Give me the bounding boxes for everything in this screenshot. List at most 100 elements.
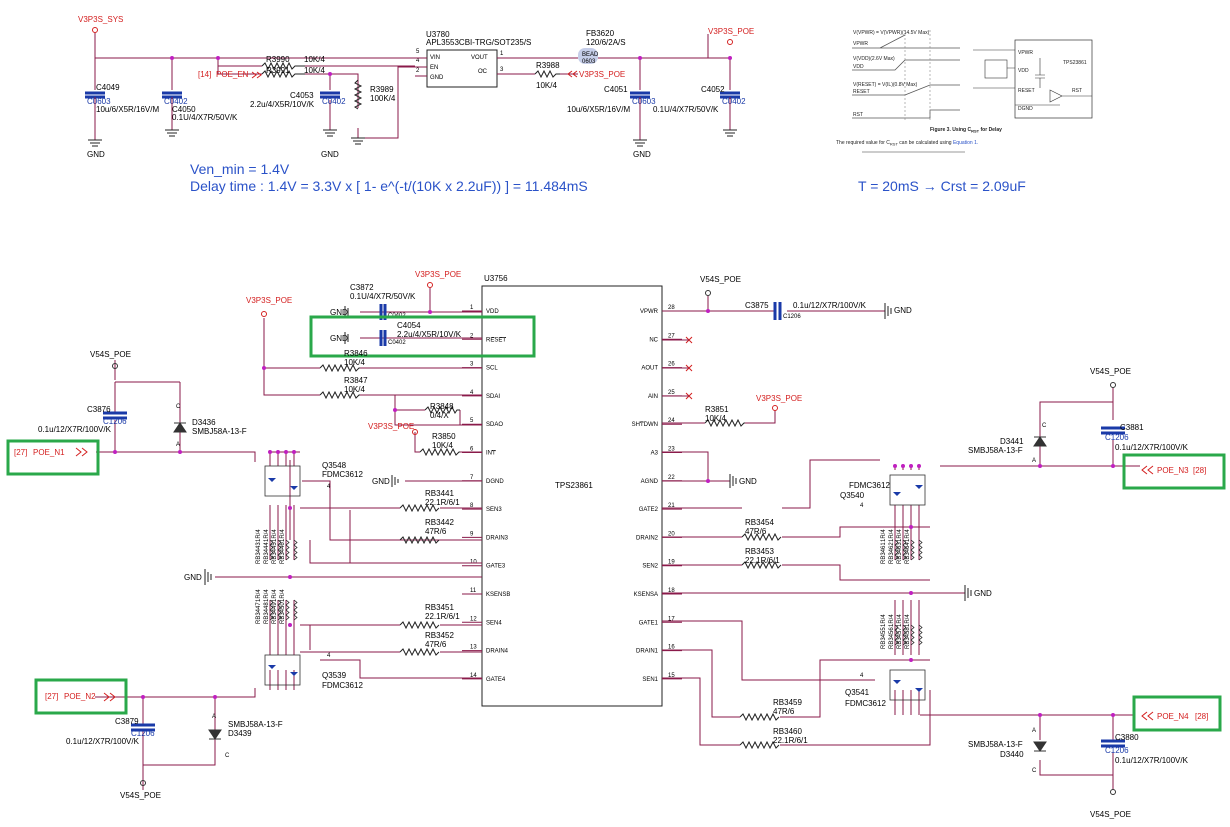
res-array-element [269, 539, 274, 561]
c3876-pkg: C1206 [103, 417, 127, 426]
note-crst: T = 20mS → Crst = 2.09uF [858, 178, 1026, 194]
rb3454-value: 47R/6 [745, 527, 767, 536]
r3846-body [319, 363, 360, 373]
r3850-body [419, 447, 460, 457]
c3879-value: 0.1u/12/X7R/100V/K [66, 737, 140, 746]
fb3620-pkg1: BEAD [582, 52, 599, 58]
q3548-body [264, 465, 301, 497]
u3780-pin-oc: OC [478, 69, 488, 75]
res-array-element [269, 599, 274, 621]
c4050-ref: C4050 [172, 105, 196, 114]
u3756-pin-vpwr: VPWR [640, 309, 659, 315]
gnd-symbol [729, 474, 737, 488]
res-array-ref: RB3447 [256, 602, 262, 624]
d3441-symbol [1033, 436, 1047, 447]
gnd-symbol [204, 569, 212, 585]
rail-marker [140, 780, 146, 786]
gnd-vpwr: GND [894, 306, 912, 315]
u3756-pin-drain1: DRAIN1 [636, 649, 659, 655]
r3991-value: 10K/4 [304, 66, 325, 75]
q3540-body [889, 474, 926, 506]
block-pin-rst: RST [1072, 88, 1082, 94]
c3880-value: 0.1u/12/X7R/100V/K [1115, 756, 1189, 765]
d3441-ref: D3441 [1000, 437, 1024, 446]
u3756-pin-aout: AOUT [641, 366, 658, 372]
res-array-ref: RB3456 [889, 627, 895, 649]
q3541-gate-pin: 4 [860, 673, 864, 679]
r3851-ref: R3851 [705, 405, 729, 414]
n1-rail-label: V54S_POE [90, 350, 131, 359]
u3756-pin-gate3: GATE3 [486, 564, 506, 570]
highlight-poe-n4 [1132, 695, 1222, 732]
u3756-body [481, 285, 663, 707]
gnd-symbol [351, 137, 365, 145]
gnd-agnd: GND [739, 477, 757, 486]
c4049-ref: C4049 [96, 83, 120, 92]
n2-rail-label: V54S_POE [120, 791, 161, 800]
rail-marker [261, 311, 267, 317]
port-n3-sheet: [28] [1193, 466, 1206, 475]
equation-text: The required value for CRST can be calcu… [836, 140, 978, 147]
res-array-ref: RB3448 [264, 602, 270, 624]
c3880-pkg: C1206 [1105, 746, 1129, 755]
block-pin-dgnd: DGND [1018, 106, 1033, 112]
rb3451-ref: RB3451 [425, 603, 454, 612]
res-array-element [902, 539, 907, 561]
fb3620-body [578, 48, 598, 64]
port-n1-sheet: [27] [14, 448, 27, 457]
u3756-pin-num: 11 [470, 588, 477, 594]
q3541-arrows [893, 680, 923, 692]
u3780-ref: U3780 [426, 30, 450, 39]
timing-label-vdd: VDD [853, 64, 864, 70]
gnd-symbol [88, 139, 102, 147]
res-array-ref: RB3462 [889, 542, 895, 564]
rb3453-value: 22.1R/6/1 [745, 556, 780, 565]
q3541-body [889, 669, 926, 701]
top-load-switch-section: V3P3S_SYS C4049 C0603 10u/6/X5R/16V/M GN… [78, 15, 754, 159]
u3756-pin-gate4: GATE4 [486, 677, 506, 683]
u3756-right-pins: 28VPWR27NC26AOUT25AIN24SHTDWN23A322AGND2… [632, 305, 682, 683]
res-array-ref: RB3461 [881, 542, 887, 564]
res-array-ref: RB3458 [905, 627, 911, 649]
vdd-rail-label: V3P3S_POE [415, 270, 461, 279]
q3548-gate-pin: 4 [327, 484, 331, 490]
u3756-pin-gate2: GATE2 [639, 507, 659, 513]
c4052-ref: C4052 [701, 85, 725, 94]
u3756-pin-a3: A3 [651, 451, 659, 457]
out-arrow [567, 70, 578, 78]
rb3460-value: 22.1R/6/1 [773, 736, 808, 745]
r3847-ref: R3847 [344, 376, 368, 385]
c4052-value: 0.1U/4/X7R/50V/K [653, 105, 719, 114]
block-chip: TPS23861 [1063, 60, 1087, 66]
res-array-ref: RB3464 [905, 542, 911, 564]
res-array-ref: RB3445 [272, 542, 278, 564]
d3436-pin-a: A [176, 442, 180, 448]
r3846-ref: R3846 [344, 349, 368, 358]
d3436-symbol [173, 422, 187, 433]
u3756-pin-num: 19 [668, 560, 675, 566]
rail-marker [1110, 789, 1116, 795]
d3440-symbol [1033, 741, 1047, 752]
u3756-pin-num: 24 [668, 418, 675, 424]
c3875-pkg: C1206 [783, 314, 801, 320]
u3780-pinnum-1: 1 [500, 51, 504, 57]
r3988-ref: R3988 [536, 61, 560, 70]
gnd-dgnd: GND [372, 477, 390, 486]
r3990-value: 10K/4 [304, 55, 325, 64]
u3756-pin-sdai: SDAI [486, 394, 500, 400]
res-array-value: 1R/4 [272, 529, 278, 542]
r3851-value: 10K/4 [705, 414, 726, 423]
d3441-pin-a: A [1032, 458, 1036, 464]
timing-diagram: VPWR VDD RESET RST V(VPWR) = V(VPWR)(14.… [852, 30, 960, 122]
r3847-value: 10K/4 [344, 385, 365, 394]
c3881-value: 0.1u/12/X7R/100V/K [1115, 443, 1189, 452]
gnd-label-3: GND [633, 150, 651, 159]
u3756-pin-num: 7 [470, 475, 474, 481]
rail-marker [427, 282, 433, 288]
r3989-body [353, 79, 363, 110]
u3756-pin-agnd: AGND [641, 479, 659, 485]
c4052-pkg: C0402 [722, 97, 746, 106]
res-array-value: 1R/4 [264, 529, 270, 542]
port-n4-sheet: [28] [1195, 712, 1208, 721]
u3780-part: APL3553CBI-TRG/SOT235/S [426, 38, 531, 47]
